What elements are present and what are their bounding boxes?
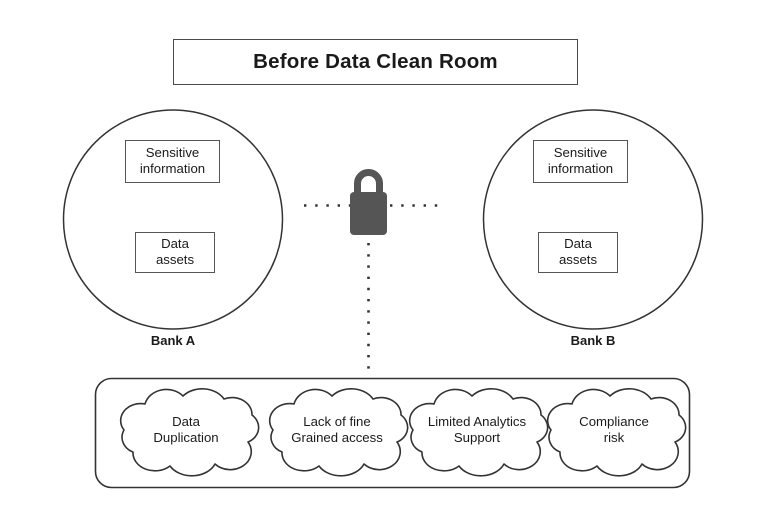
title-box [173,39,578,85]
bank-b-sensitive-information-box [533,140,628,183]
cloud-shape-data-duplication [119,388,260,477]
bank-a-sensitive-information-box [125,140,220,183]
bank-b-data-assets-label: Data assets [558,236,598,267]
cloud-label-compliance-risk: Compliance risk [579,414,649,445]
cloud-shape-compliance-risk [546,388,687,477]
bank-b-label: Bank B [570,333,616,348]
bank-a-label: Bank A [150,333,196,348]
cloud-label-limited-analytics-support: Limited Analytics Support [427,414,527,445]
cloud-label-lack-of-fine-grained-access: Lack of fine Grained access [291,414,383,445]
bank-a-circle [62,109,284,330]
cloud-shape-limited-analytics-support [408,388,549,477]
bank-a-data-assets-label: Data assets [155,236,195,267]
cloud-shape-lack-of-fine-grained-access [268,388,409,477]
bank-b-sensitive-information-label: Sensitive information [547,145,614,176]
cloud-label-data-duplication: Data Duplication [153,414,219,445]
bank-b-data-assets-box [538,232,618,273]
lock-icon [350,169,387,235]
page-title: Before Data Clean Room [253,50,498,73]
bank-a-sensitive-information-label: Sensitive information [139,145,206,176]
bank-a-data-assets-box [135,232,215,273]
